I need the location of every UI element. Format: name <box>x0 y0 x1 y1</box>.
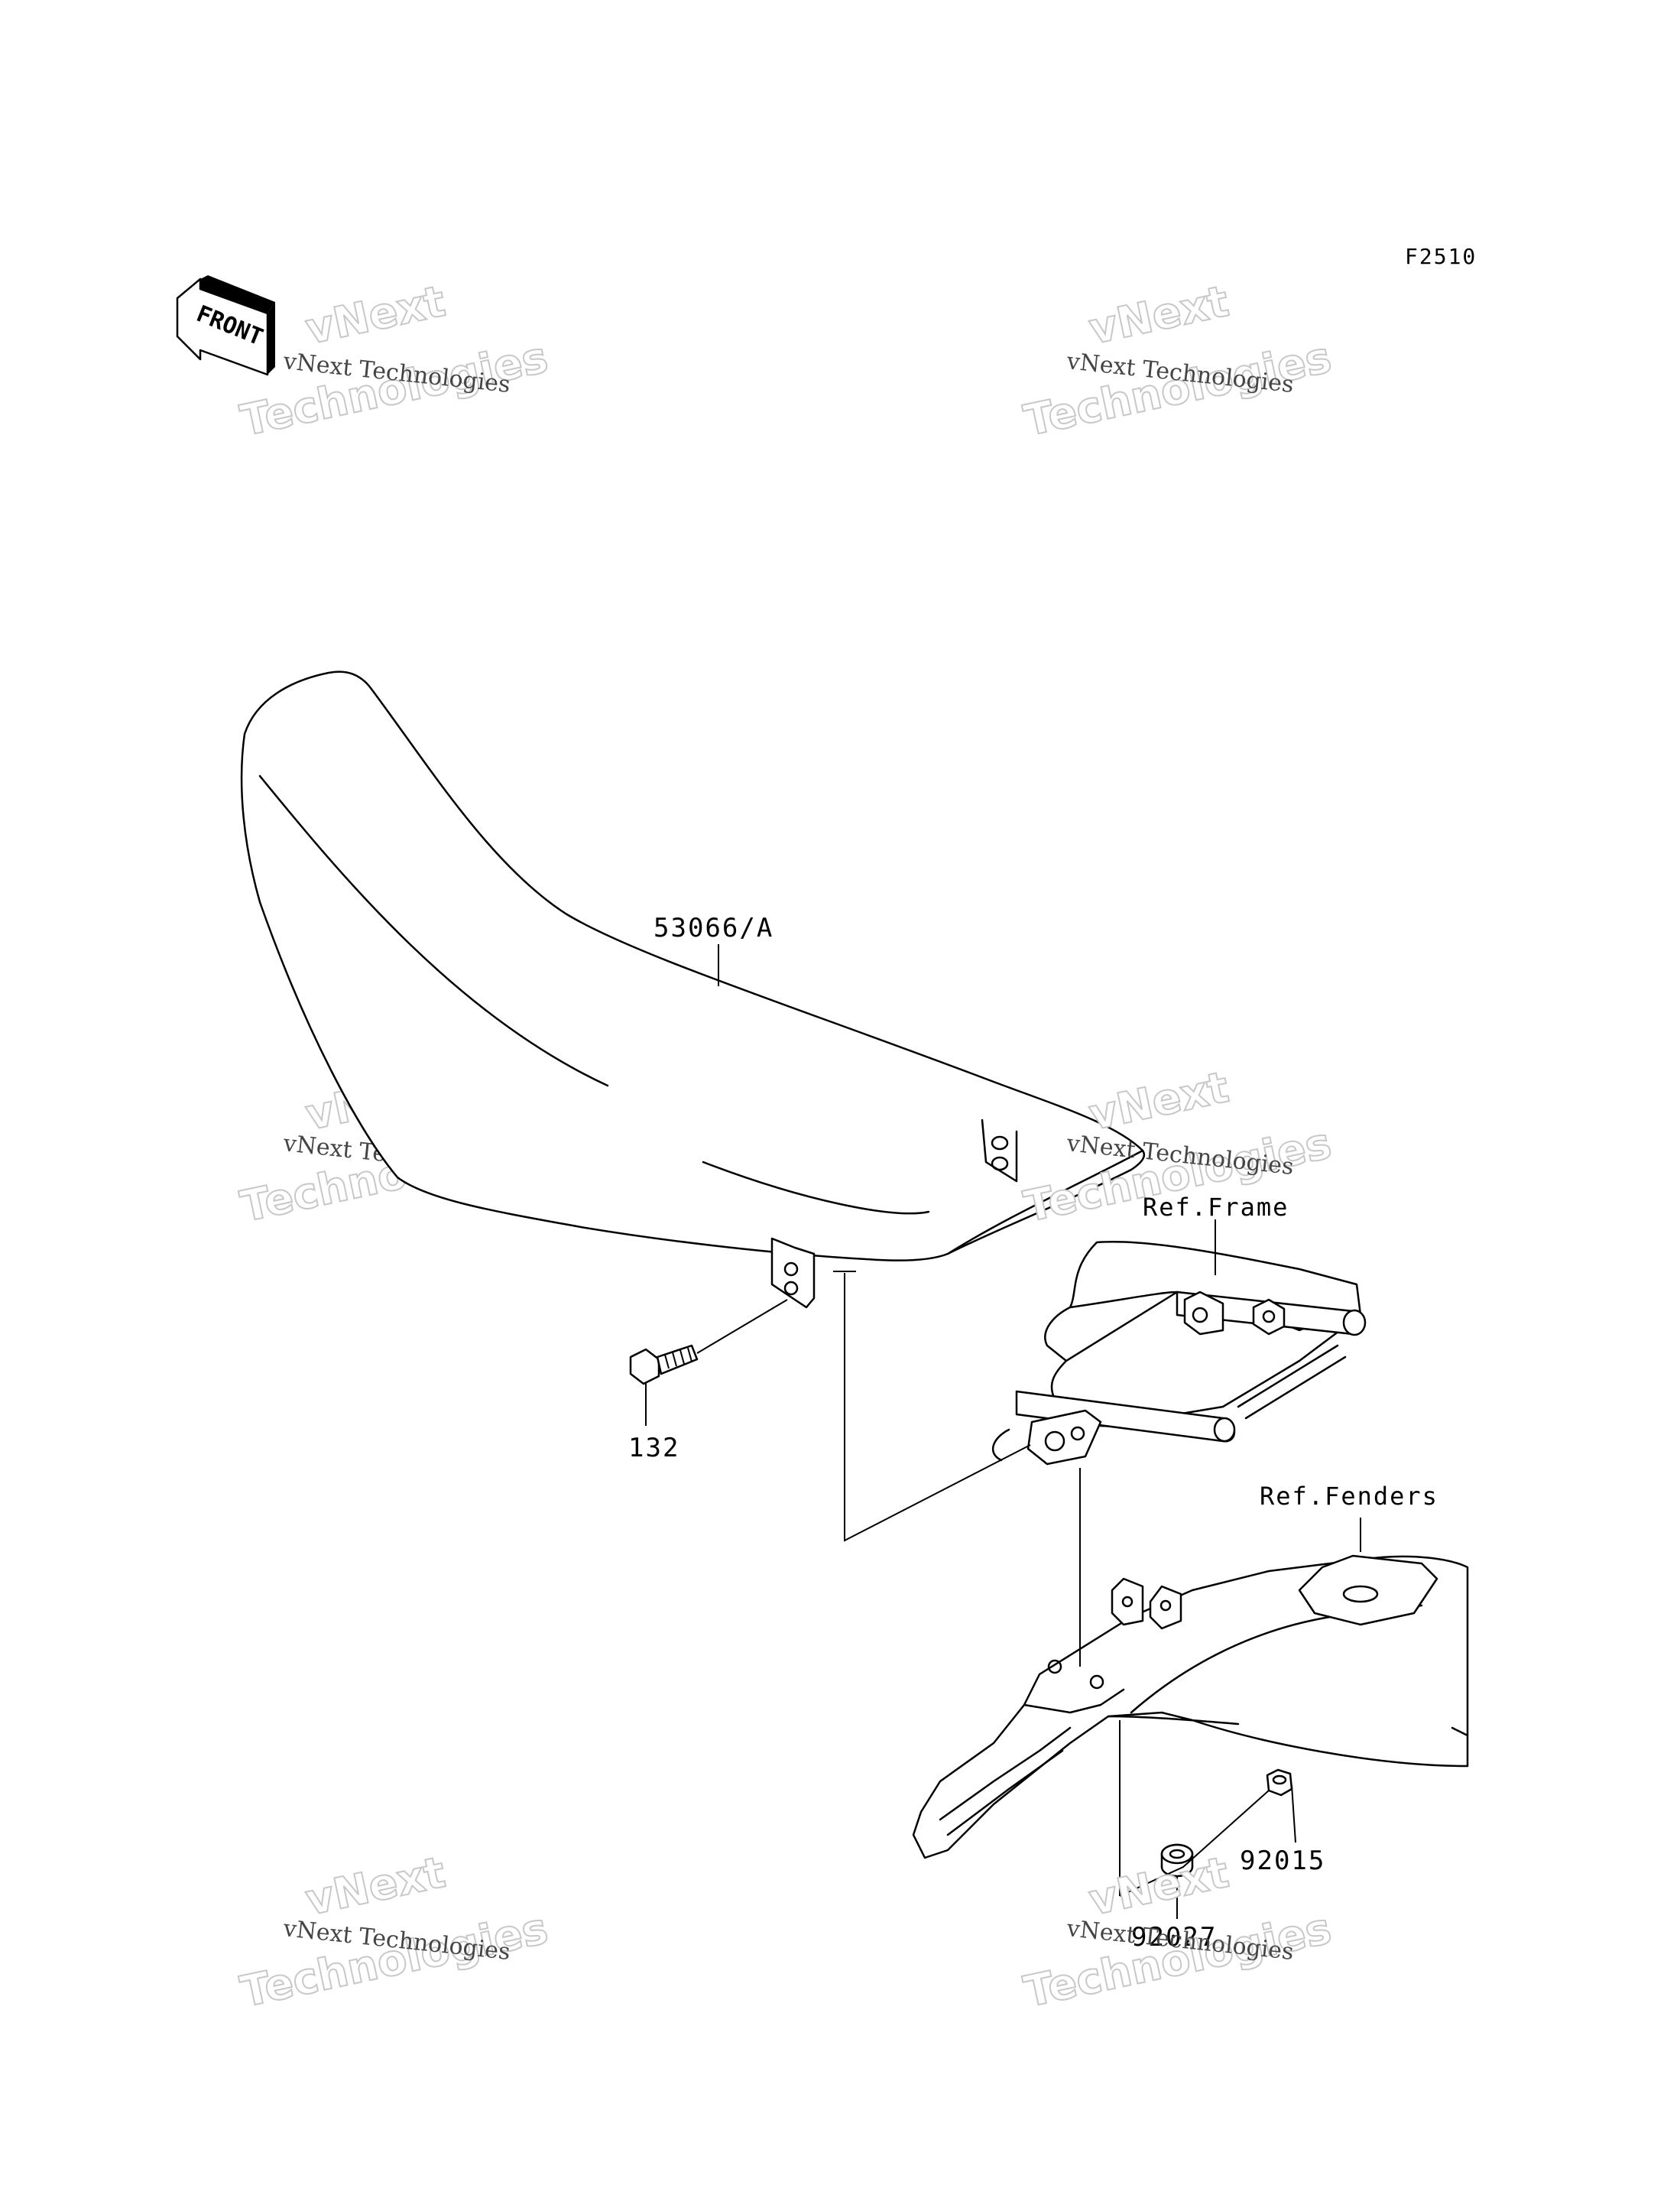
watermark-top-right: vNext Technologies vNext Technologies <box>1019 276 1336 447</box>
fenders-drawing <box>912 1468 1469 1896</box>
front-arrow-icon: FRONT <box>176 275 275 376</box>
svg-text:vNext: vNext <box>1085 1848 1233 1926</box>
bolt-drawing <box>629 1299 788 1426</box>
svg-text:vNext: vNext <box>1085 1063 1233 1141</box>
ref-label-frame: Ref.Frame <box>1143 1193 1289 1222</box>
part-label-washer: 92027 <box>1131 1922 1217 1953</box>
watermark-top-left: vNext Technologies vNext Technologies <box>235 276 553 447</box>
part-label-seat: 53066/A <box>654 913 774 943</box>
figure-code: F2510 <box>1405 244 1477 269</box>
svg-text:vNext: vNext <box>1085 277 1233 355</box>
part-label-nut: 92015 <box>1240 1846 1325 1876</box>
fastener-guide-line <box>1119 1790 1270 1897</box>
svg-text:vNext: vNext <box>301 277 449 355</box>
watermark-bottom-left: vNext Technologies vNext Technologies <box>235 1847 553 2018</box>
washer-drawing <box>1160 1843 1194 1919</box>
assembly-guide-lines <box>833 1271 1031 1542</box>
ref-label-fenders: Ref.Fenders <box>1260 1482 1438 1511</box>
svg-text:vNext: vNext <box>301 1848 449 1926</box>
seat-drawing <box>240 670 1146 1309</box>
nut-drawing <box>1266 1768 1296 1843</box>
part-label-bolt: 132 <box>628 1433 679 1463</box>
frame-drawing <box>992 1219 1367 1466</box>
